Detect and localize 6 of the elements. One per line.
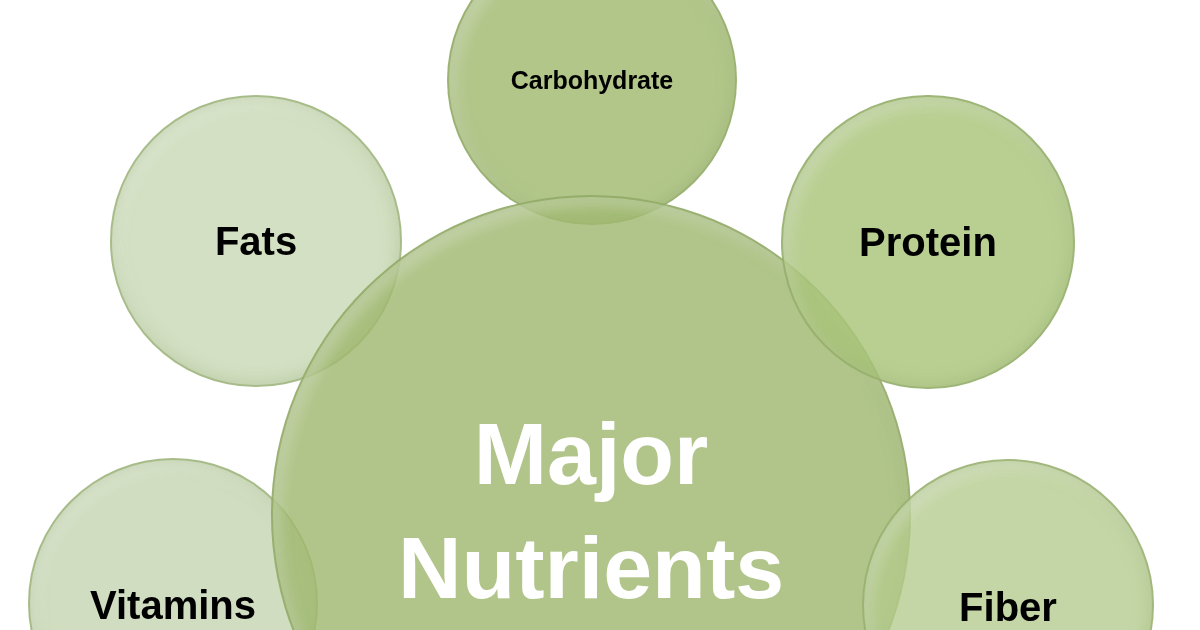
circle-label: Fats — [214, 218, 298, 264]
circle-label: Vitamins — [90, 582, 256, 628]
circle-label: Fiber — [959, 584, 1057, 630]
circle-label: Carbohydrate — [510, 65, 674, 95]
circle-label: Protein — [859, 219, 997, 265]
title-text: Major Nutrients — [396, 402, 786, 619]
